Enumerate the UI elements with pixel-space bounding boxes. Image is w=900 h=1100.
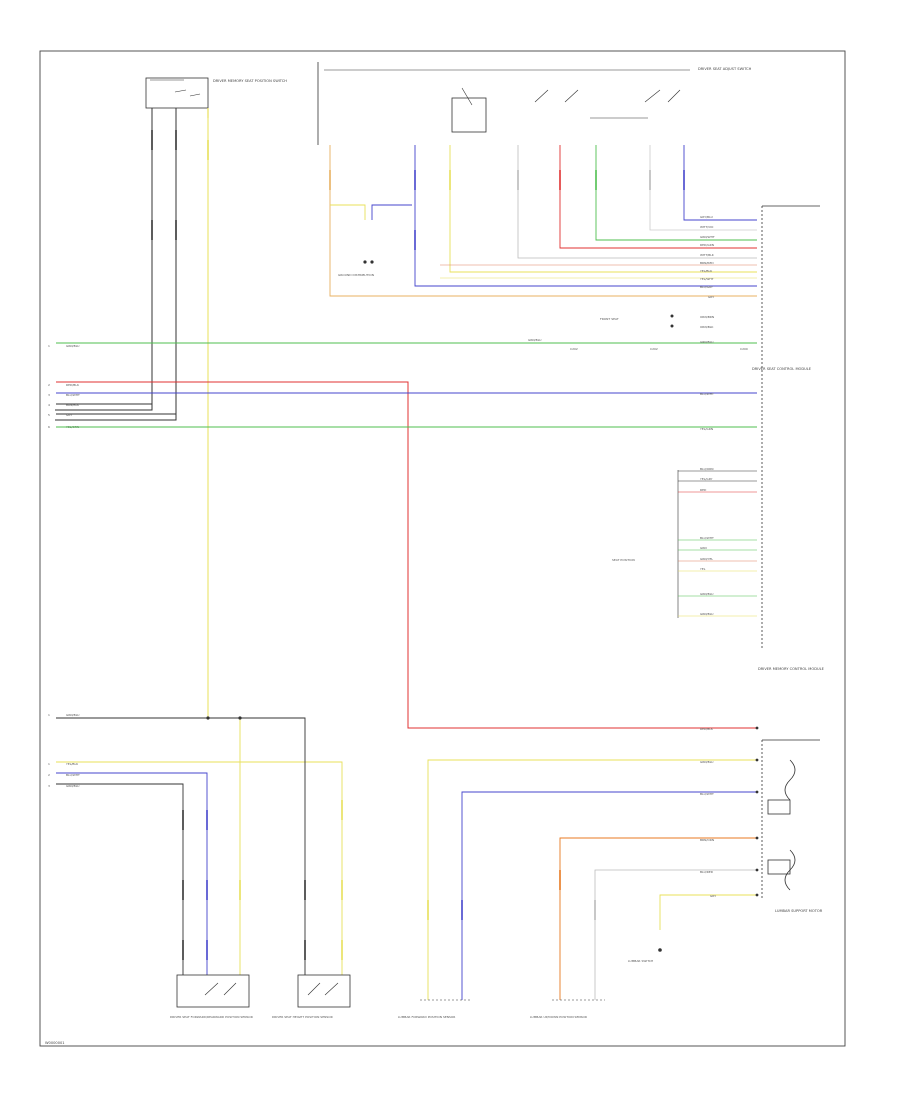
harness-horizontal: GRN/BLU 1 [48,342,757,729]
svg-text:C202: C202 [650,347,658,351]
wire-ticks [151,130,685,960]
lumbar-updown-sensor-label: LUMBAR UP/DOWN POSITION SENSOR [530,1015,587,1019]
svg-text:1: 1 [48,713,50,717]
svg-text:YEL/BLK: YEL/BLK [66,762,79,766]
svg-text:RED/BLK: RED/BLK [66,383,80,387]
svg-text:GRN/BLU: GRN/BLU [66,344,79,348]
svg-text:2: 2 [48,383,50,387]
driver-seat-module: DRIVER SEAT CONTROL MODULE DRIVER MEMORY… [752,205,825,671]
svg-text:BLU/WHT: BLU/WHT [66,393,80,397]
svg-text:GRN/BLU: GRN/BLU [700,592,713,596]
lumbar-fwd-sensor-label: LUMBAR FORWARD POSITION SENSOR [398,1015,455,1019]
svg-text:WHT/BLK: WHT/BLK [700,253,715,257]
svg-text:BLU/WHT: BLU/WHT [700,392,714,396]
svg-text:5: 5 [48,413,50,417]
wires-lumbar: GRN/BLU BLU/WHT BRN/ORN BLU/RED GRY [427,759,757,1000]
svg-text:3: 3 [48,393,50,397]
lumbar-fwd-sensor: LUMBAR FORWARD POSITION SENSOR [398,999,470,1019]
svg-text:BLU/RED: BLU/RED [700,870,714,874]
ground-label: GROUND DISTRIBUTION [338,273,374,277]
svg-text:4: 4 [48,403,50,407]
diagram-id: W0000001 [45,1041,65,1045]
svg-text:BRN/ORN: BRN/ORN [700,838,714,842]
svg-text:GRN: GRN [700,546,707,550]
lumbar-motor-label: LUMBAR SUPPORT MOTOR [775,909,823,913]
seat-position-label: SEAT POSITION [612,558,635,562]
dme-label: DRIVER MEMORY CONTROL MODULE [758,667,825,671]
svg-text:YEL/WHT: YEL/WHT [700,277,714,281]
svg-text:BLU/WHT: BLU/WHT [700,792,714,796]
svg-text:YEL/BLK: YEL/BLK [700,269,713,273]
svg-text:BLU/GRY: BLU/GRY [700,285,713,289]
svg-text:RED: RED [700,488,707,492]
svg-text:GRY: GRY [710,894,716,898]
wires-seat-adjust [329,145,757,297]
left-wire-labels: GRN/BLU RED/BLK BLU/WHT BRN/BLK GRY YEL/… [48,344,80,429]
lumbar-motor-assembly: LUMBAR SUPPORT MOTOR [761,739,823,913]
svg-text:GRN/BLU: GRN/BLU [700,340,713,344]
svg-text:6: 6 [48,425,50,429]
memory-switch: DRIVER MEMORY SEAT POSITION SWITCH [145,77,287,109]
svg-text:BLU/WHT: BLU/WHT [700,536,714,540]
svg-text:YEL/GRY: YEL/GRY [700,477,713,481]
lumbar-switch-label: LUMBAR SWITCH [628,959,653,963]
svg-text:BLU/ORN: BLU/ORN [700,467,713,471]
svg-text:C202: C202 [570,347,578,351]
svg-text:ORN/BLK: ORN/BLK [700,325,714,329]
svg-text:BRN/BLK: BRN/BLK [66,403,80,407]
lumbar-updown-sensor: LUMBAR UP/DOWN POSITION SENSOR [530,999,605,1019]
svg-text:C200: C200 [740,347,748,351]
svg-text:GRY: GRY [66,413,72,417]
svg-text:GRN/WHT: GRN/WHT [700,235,715,239]
svg-text:RED/BLK: RED/BLK [700,727,714,731]
svg-text:GRN/BLU: GRN/BLU [528,338,541,342]
height-sensor-label: DRIVER SEAT HEIGHT POSITION SENSOR [272,1015,333,1019]
svg-text:1: 1 [48,344,50,348]
svg-text:YEL/GRN: YEL/GRN [700,427,713,431]
ground-connector: GROUND DISTRIBUTION [338,260,374,277]
svg-text:BRN/RED: BRN/RED [700,261,714,265]
module-pin-labels: GRY/BLU WHT/VIO GRN/WHT RED/GRN WHT/BLK … [700,215,715,731]
svg-text:GRN/BLU: GRN/BLU [700,760,713,764]
driver-seat-module-label: DRIVER SEAT CONTROL MODULE [752,367,812,371]
wires-bottom-left: YEL/BLK BLU/WHT GRN/BLU 1 2 3 [48,717,343,975]
front-rear-sensor-label: DRIVER SEAT FORWARD/REARWARD POSITION SE… [170,1015,253,1019]
svg-text:YEL: YEL [700,567,706,571]
svg-text:GRY/BLU: GRY/BLU [700,215,713,219]
svg-text:GRN/BLU: GRN/BLU [66,784,79,788]
svg-text:GRY: GRY [708,295,714,299]
svg-text:FRONT SEAT: FRONT SEAT [600,317,619,321]
svg-text:2: 2 [48,773,50,777]
svg-text:1: 1 [48,762,50,766]
junction-dots [206,716,759,897]
seat-adjust-switch-label: DRIVER SEAT ADJUST SWITCH [698,67,752,71]
svg-text:3: 3 [48,784,50,788]
svg-text:GRN/BLU: GRN/BLU [700,612,713,616]
svg-text:GRN/YEL: GRN/YEL [700,557,713,561]
diagram-border [39,50,846,1047]
memory-switch-label: DRIVER MEMORY SEAT POSITION SWITCH [213,79,287,83]
svg-text:WHT/VIO: WHT/VIO [700,225,714,229]
svg-text:GRN/BLU: GRN/BLU [66,713,79,717]
height-sensor: DRIVER SEAT HEIGHT POSITION SENSOR [272,974,351,1019]
wires-memory-switch [55,108,209,718]
seat-adjust-switch: DRIVER SEAT ADJUST SWITCH [317,62,752,145]
svg-text:RED/GRN: RED/GRN [700,243,714,247]
front-rear-sensor: DRIVER SEAT FORWARD/REARWARD POSITION SE… [170,974,253,1019]
lumbar-switch: LUMBAR SWITCH [628,948,662,963]
svg-text:ORN/BRN: ORN/BRN [700,315,714,319]
svg-text:BLU/WHT: BLU/WHT [66,773,80,777]
seat-position-pins: SEAT POSITION BLU/ORN YEL/GRY RED BLU/WH… [612,467,757,618]
bridge-connectors: GRN/BLU C202 C202 C200 FRONT SEAT ORN/BR… [528,314,748,351]
